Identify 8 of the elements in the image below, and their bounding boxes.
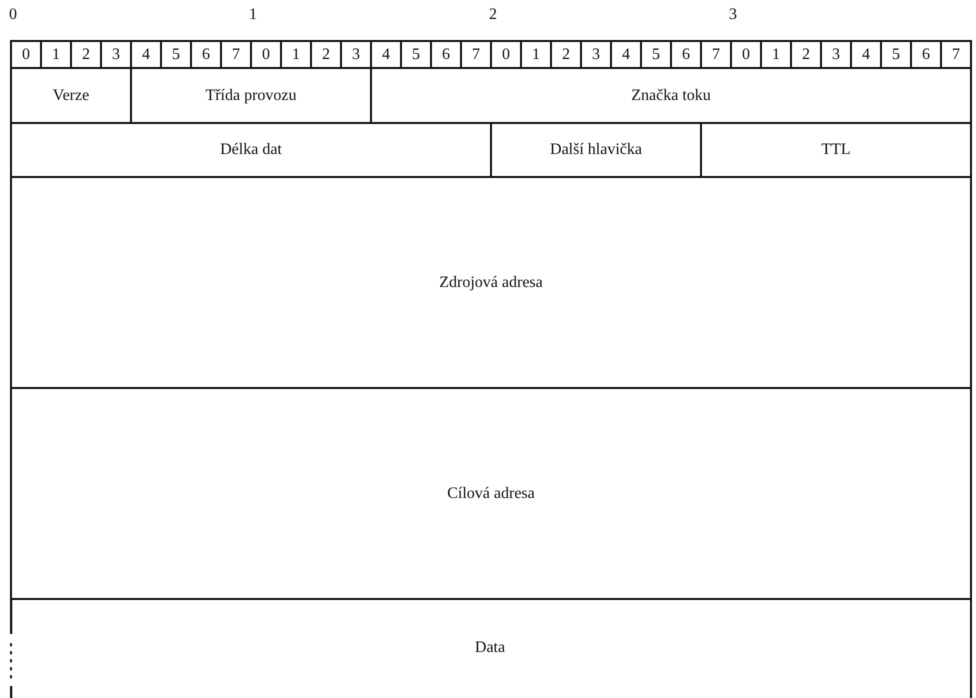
- byte-number: 0: [9, 6, 17, 24]
- byte-number: 2: [489, 6, 497, 24]
- bit-number: 7: [940, 40, 972, 69]
- header-field: Cílová adresa: [10, 387, 972, 600]
- byte-number: 3: [729, 6, 737, 24]
- header-field: Data: [10, 598, 972, 698]
- header-field: Zdrojová adresa: [10, 176, 972, 389]
- byte-number: 1: [249, 6, 257, 24]
